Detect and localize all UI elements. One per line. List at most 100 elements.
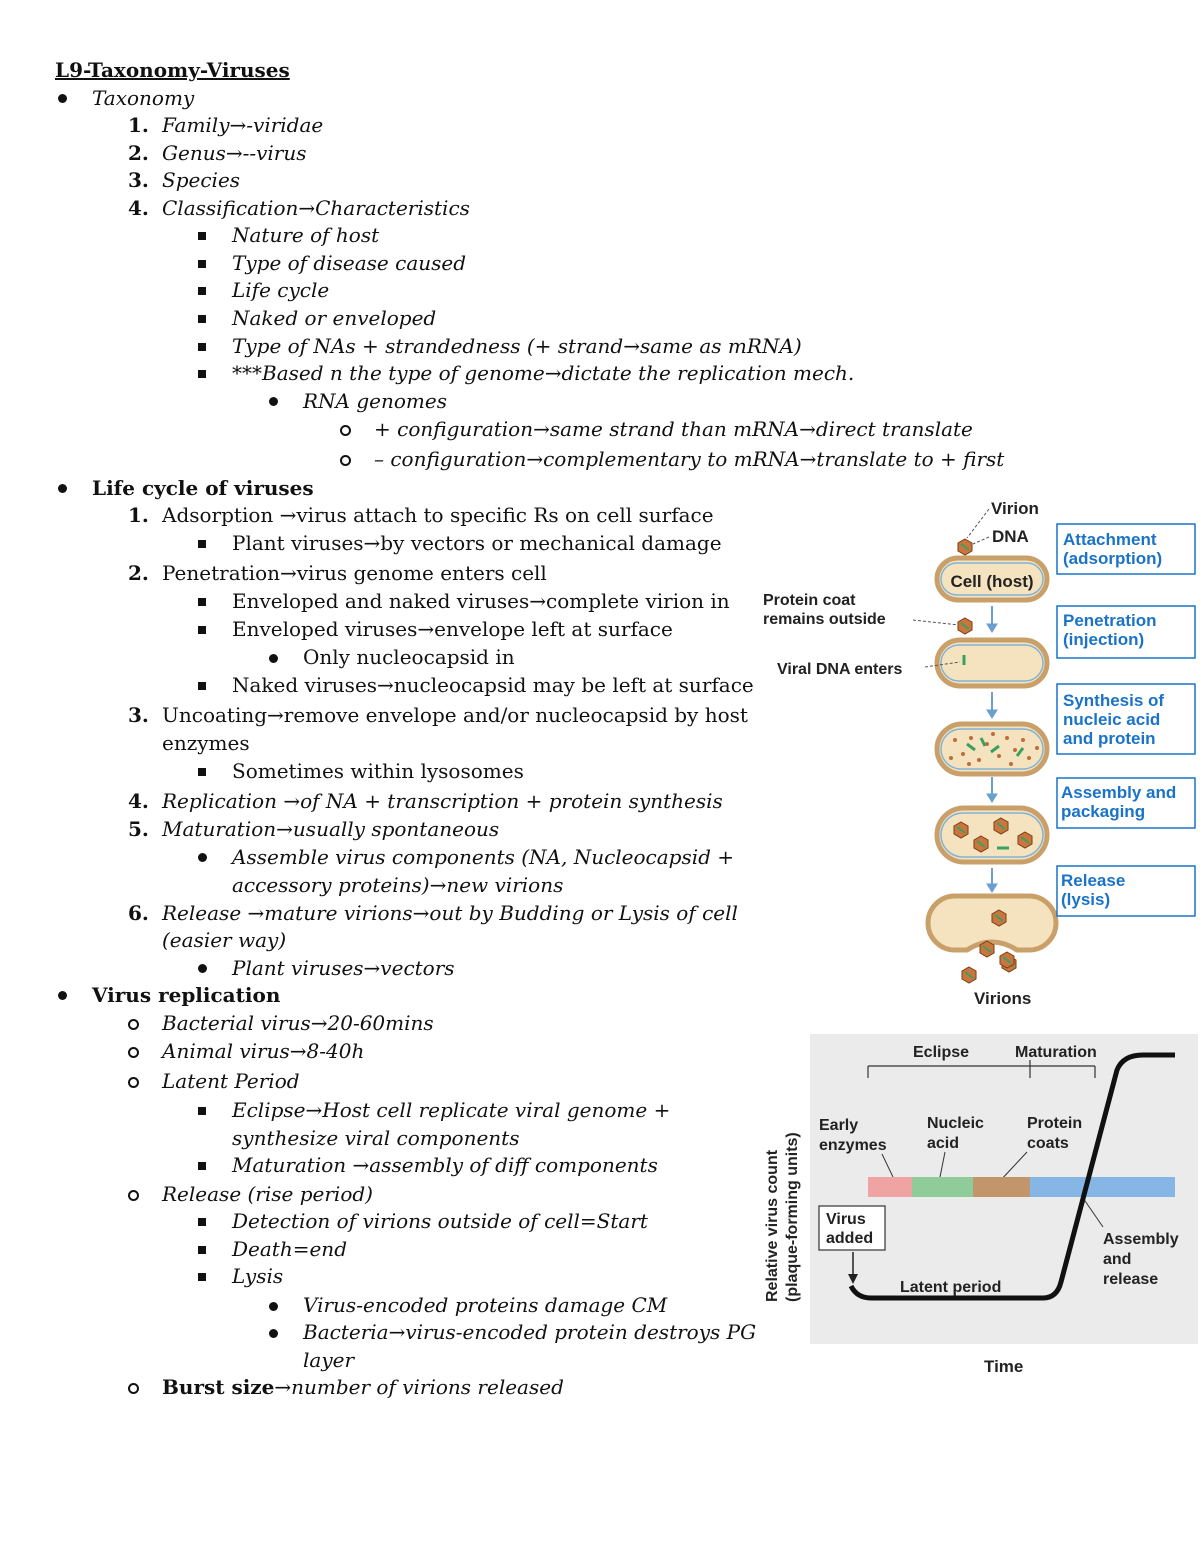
list-item: Nature of host <box>232 223 380 247</box>
protein-label: coats <box>1027 1135 1069 1152</box>
list-item: Detection of virions outside of cell=Sta… <box>232 1209 648 1233</box>
bullet <box>128 1019 139 1030</box>
nucleic-acid-segment <box>912 1177 973 1197</box>
bullet <box>198 682 206 690</box>
list-item: Bacterial virus→20-60mins <box>162 1011 434 1035</box>
burst-size-term: Burst size <box>162 1375 275 1399</box>
bullet <box>198 1246 206 1254</box>
list-item: Enveloped and naked viruses→complete vir… <box>232 589 730 613</box>
early-label: enzymes <box>819 1137 887 1154</box>
list-item: + configuration→same strand than mRNA→di… <box>374 417 973 441</box>
list-item: Replication →of NA + transcription + pro… <box>162 789 723 813</box>
list-number: 5. <box>128 817 149 841</box>
list-number: 1. <box>128 503 149 527</box>
bullet <box>128 1190 139 1201</box>
eclipse-label: Eclipse <box>913 1044 969 1061</box>
bullet <box>198 370 206 378</box>
list-number: 4. <box>128 789 149 813</box>
list-number: 2. <box>128 141 149 165</box>
bullet <box>128 1077 139 1088</box>
bullet <box>198 964 207 973</box>
section-heading: Virus replication <box>92 983 281 1007</box>
nucleic-label: acid <box>927 1135 959 1152</box>
bullet <box>269 1329 278 1338</box>
list-item: ***Based n the type of genome→dictate th… <box>232 361 855 385</box>
list-item: Species <box>162 168 241 192</box>
maturation-label: Maturation <box>1015 1044 1097 1061</box>
bullet <box>198 287 206 295</box>
list-item: Virus-encoded proteins damage CM <box>303 1293 668 1317</box>
list-item: Lysis <box>232 1264 284 1288</box>
cell-host-label: Cell (host) <box>950 572 1033 591</box>
step-label: (adsorption) <box>1063 549 1162 568</box>
host-cell <box>934 555 1050 603</box>
latent-period-label: Latent period <box>900 1279 1001 1296</box>
bullet <box>58 484 67 493</box>
virions-label: Virions <box>974 989 1031 1008</box>
bullet <box>58 991 67 1000</box>
list-item: – configuration→complementary to mRNA→tr… <box>374 447 1005 471</box>
step-label: Penetration <box>1063 611 1157 630</box>
step-label: (lysis) <box>1061 890 1110 909</box>
bullet <box>198 1218 206 1226</box>
lytic-cycle-figure: Virion DNA Cell (host) Protein coat rema… <box>763 499 1196 1008</box>
list-item: Naked or enveloped <box>232 306 437 330</box>
bullet <box>58 94 67 103</box>
protein-label: Protein <box>1027 1115 1082 1132</box>
list-item: Life cycle <box>232 278 330 302</box>
bullet <box>198 768 206 776</box>
bullet <box>198 626 206 634</box>
taxonomy-heading: Taxonomy <box>92 86 195 110</box>
bullet <box>198 260 206 268</box>
bullet <box>198 343 206 351</box>
list-item: Death=end <box>232 1237 347 1261</box>
step-label: Assembly and <box>1061 783 1176 802</box>
bullet <box>198 598 206 606</box>
assembly-segment <box>1030 1177 1175 1197</box>
list-item: Animal virus→8-40h <box>162 1039 365 1063</box>
section-heading: Life cycle of viruses <box>92 476 314 500</box>
list-item: Genus→--virus <box>162 141 307 165</box>
assembly-label: Assembly <box>1103 1231 1179 1248</box>
assembly-label: and <box>1103 1251 1131 1268</box>
list-item: Bacteria→virus-encoded protein destroys … <box>303 1320 757 1344</box>
list-item: RNA genomes <box>303 389 447 413</box>
list-item: Penetration→virus genome enters cell <box>162 561 547 585</box>
list-item: Release (rise period) <box>162 1182 373 1206</box>
bullet <box>198 315 206 323</box>
bullet <box>269 1302 278 1311</box>
bullet <box>340 425 351 436</box>
step-label: Release <box>1061 871 1125 890</box>
bullet <box>198 1162 206 1170</box>
list-item: synthesize viral components <box>232 1126 520 1150</box>
step-label: (injection) <box>1063 630 1144 649</box>
y-axis-label: Relative virus count <box>764 1149 781 1302</box>
list-item: accessory proteins)→new virions <box>232 873 564 897</box>
remains-outside-label: remains outside <box>763 611 886 628</box>
list-item: Latent Period <box>162 1069 300 1093</box>
bullet <box>198 1107 206 1115</box>
list-item: Naked viruses→nucleocapsid may be left a… <box>232 673 754 697</box>
step-label: packaging <box>1061 802 1145 821</box>
step-label: nucleic acid <box>1063 710 1160 729</box>
step-label: and protein <box>1063 729 1156 748</box>
y-axis-label: (plaque-forming units) <box>784 1132 801 1302</box>
list-number: 1. <box>128 113 149 137</box>
list-item: enzymes <box>162 731 250 755</box>
early-label: Early <box>819 1117 858 1134</box>
list-item: Plant viruses→vectors <box>232 956 455 980</box>
bullet <box>198 540 206 548</box>
list-item: Sometimes within lysosomes <box>232 759 524 783</box>
viral-dna-label: Viral DNA enters <box>777 661 902 678</box>
bullet <box>198 232 206 240</box>
growth-curve-line <box>848 1052 1175 1301</box>
list-item: Adsorption →virus attach to specific Rs … <box>162 503 714 527</box>
list-item: Release →mature virions→out by Budding o… <box>162 901 738 925</box>
list-item: Maturation→usually spontaneous <box>162 817 500 841</box>
step-label: Synthesis of <box>1063 691 1164 710</box>
list-item: Assemble virus components (NA, Nucleocap… <box>232 845 735 869</box>
bullet <box>128 1047 139 1058</box>
list-item: Family→-viridae <box>162 113 324 137</box>
nucleic-label: Nucleic <box>927 1115 984 1132</box>
dna-label: DNA <box>992 527 1029 546</box>
